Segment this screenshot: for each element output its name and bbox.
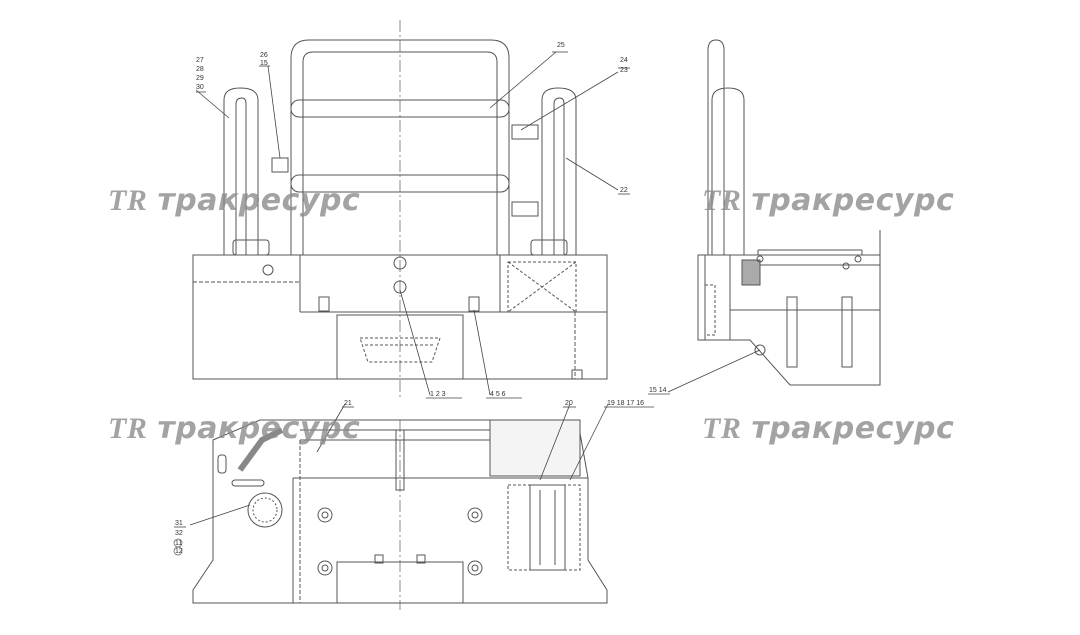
callout-32: 32 [175, 530, 183, 537]
callout-27: 27 [196, 57, 204, 64]
callout-1-2-3: 1 2 3 [430, 391, 446, 398]
tr-logo: TR [702, 184, 742, 217]
watermark-text: тракресурс [751, 183, 955, 218]
callout-26: 26 [260, 52, 268, 59]
callout-29: 29 [196, 75, 204, 82]
callout-11: 11 [175, 540, 182, 547]
watermark: TR тракресурс [702, 411, 954, 446]
callout-24: 24 [620, 57, 628, 64]
side-view [697, 39, 881, 386]
watermark: TR тракресурс [702, 183, 954, 218]
watermark-text: тракресурс [157, 183, 361, 218]
watermark: TR тракресурс [108, 183, 360, 218]
leader-lines [174, 51, 761, 528]
callout-12: 12 [175, 548, 183, 555]
front-view [192, 20, 608, 400]
watermark-text: тракресурс [751, 411, 955, 446]
callout-21: 21 [344, 400, 352, 407]
callout-15-14: 15 14 [649, 387, 667, 394]
callout-4-5-6: 4 5 6 [490, 391, 506, 398]
watermark-text: тракресурс [157, 411, 361, 446]
watermark: TR тракресурс [108, 411, 360, 446]
callout-20: 20 [565, 400, 573, 407]
callout-31: 31 [175, 520, 183, 527]
callout-23: 23 [620, 67, 628, 74]
callout-25: 25 [557, 42, 565, 49]
callout-15: 15 [260, 60, 268, 67]
top-view [192, 419, 608, 610]
callout-19-18-17-16: 19 18 17 16 [607, 400, 644, 407]
callout-28: 28 [196, 66, 204, 73]
tr-logo: TR [108, 184, 148, 217]
tr-logo: TR [108, 412, 148, 445]
callout-30: 30 [196, 84, 204, 91]
callout-22: 22 [620, 187, 628, 194]
tr-logo: TR [702, 412, 742, 445]
callout-labels: 27 28 29 30 26 15 25 24 23 22 1 2 3 4 5 … [173, 42, 667, 556]
